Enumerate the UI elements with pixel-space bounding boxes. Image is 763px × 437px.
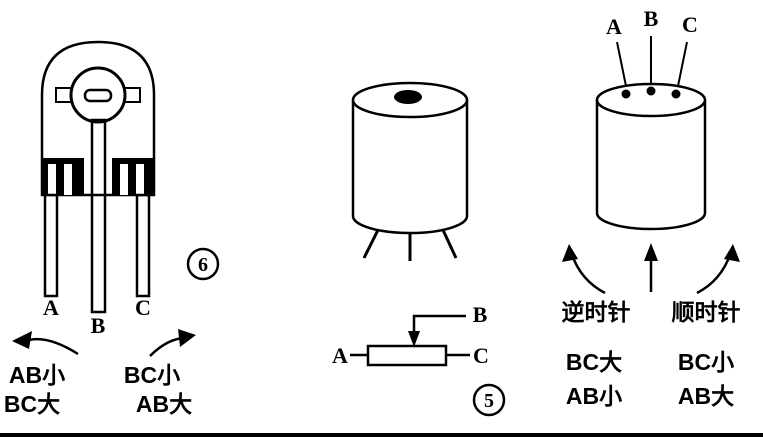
pin-label-b: B bbox=[91, 313, 106, 338]
symbol-pin-a: A bbox=[332, 343, 348, 368]
rotor-circle bbox=[69, 66, 127, 124]
top-pin-label-b: B bbox=[644, 6, 659, 31]
side-tab-left bbox=[55, 87, 72, 103]
cw-arrowhead-icon bbox=[178, 329, 196, 347]
leg-b bbox=[90, 118, 107, 314]
pin-dot-b bbox=[646, 86, 656, 96]
terminal-slot bbox=[64, 164, 72, 195]
center-up-arrowhead-icon bbox=[644, 243, 658, 261]
cw-label: 顺时针 bbox=[672, 299, 741, 325]
cw-value-1: BC小 bbox=[678, 349, 734, 375]
pin-dot-c bbox=[671, 89, 681, 99]
screw-slot bbox=[83, 88, 113, 103]
rotation-direction-figure: A B C 逆时针 顺时针 BC大 AB小 BC小 AB大 bbox=[562, 6, 741, 409]
ccw-label: 逆时针 bbox=[562, 299, 631, 325]
leg-c bbox=[135, 193, 151, 298]
symbol-pin-b: B bbox=[473, 302, 488, 327]
ccw-value-2: AB小 bbox=[566, 383, 622, 409]
cyl-leg-right bbox=[441, 229, 458, 259]
pot-symbol-resistor bbox=[366, 344, 448, 367]
leg-a bbox=[43, 193, 59, 298]
figure-bottom-border bbox=[0, 433, 763, 437]
figure-number-6: 6 bbox=[198, 254, 208, 276]
ccw-arrow bbox=[25, 337, 79, 356]
pin-label-a: A bbox=[43, 295, 59, 320]
cw-rotation-arrowhead-icon bbox=[724, 244, 740, 262]
trimmer-pot-figure: A B C 6 AB小 BC大 BC小 AB大 bbox=[4, 40, 220, 417]
cylinder2-top-ellipse bbox=[595, 82, 707, 118]
terminal-slot bbox=[48, 164, 56, 195]
ccw-arrowhead-icon bbox=[12, 331, 32, 349]
ccw-value-1: BC大 bbox=[566, 349, 622, 375]
ccw-rotation-arrowhead-icon bbox=[562, 244, 578, 262]
side-tab-right bbox=[124, 87, 141, 103]
pin-label-c: C bbox=[135, 295, 151, 320]
pin-dot-a bbox=[621, 89, 631, 99]
shaft-hole bbox=[394, 90, 422, 104]
wiper-arrowhead-icon bbox=[408, 331, 420, 347]
leader-line-a bbox=[616, 41, 627, 87]
cylinder-top-ellipse bbox=[351, 81, 469, 119]
pot-symbol-wiper-line bbox=[412, 314, 466, 340]
fig6-left-line2: BC大 bbox=[4, 391, 60, 417]
cylinder-pot-figure: A C B 5 bbox=[332, 81, 506, 417]
terminal-slot bbox=[136, 164, 144, 195]
terminal-slot bbox=[120, 164, 128, 195]
figure-number-circle bbox=[472, 383, 506, 417]
cw-value-2: AB大 bbox=[678, 383, 734, 409]
figure-number-circle bbox=[186, 247, 220, 281]
cyl-leg-left bbox=[362, 229, 380, 259]
cylinder2-bottom-arc bbox=[595, 212, 707, 231]
leader-line-c bbox=[677, 41, 688, 87]
fig6-right-line1: BC小 bbox=[124, 362, 180, 388]
symbol-pin-c: C bbox=[473, 343, 489, 368]
cylinder-bottom-arc bbox=[351, 215, 469, 235]
terminal-block-right bbox=[112, 158, 154, 195]
trimmer-body-outline bbox=[40, 40, 156, 197]
figure-number-5: 5 bbox=[484, 390, 494, 412]
fig6-right-line2: AB大 bbox=[136, 391, 192, 417]
top-pin-label-a: A bbox=[606, 14, 622, 39]
fig6-left-line1: AB小 bbox=[9, 362, 65, 388]
top-pin-label-c: C bbox=[682, 12, 698, 37]
